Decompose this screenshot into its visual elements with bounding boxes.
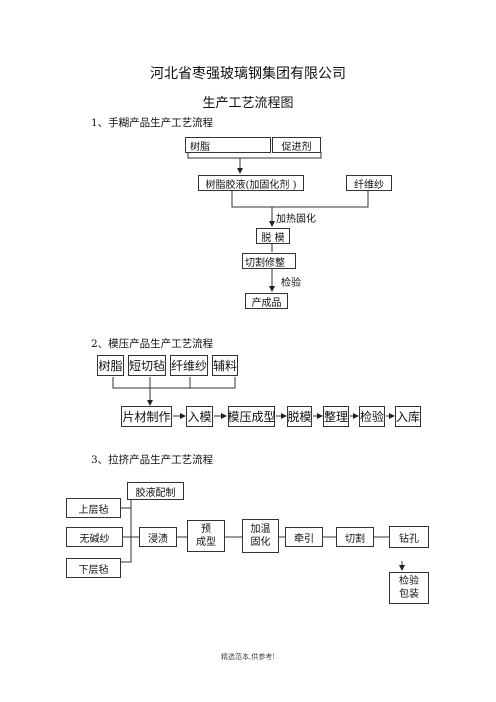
step-sheet-making: 片材制作 bbox=[121, 406, 172, 427]
step-demold: 脱模 bbox=[287, 406, 312, 427]
step-into-mold: 入模 bbox=[186, 406, 213, 427]
preform-box: 预 成型 bbox=[187, 520, 225, 552]
inspect-label: 检验 bbox=[281, 278, 301, 289]
step-finishing: 整理 bbox=[323, 406, 349, 427]
material-chopped-mat: 短切毡 bbox=[128, 355, 166, 376]
heat-cure-line1: 加温 bbox=[250, 524, 271, 535]
finished-product-box: 产成品 bbox=[245, 293, 288, 309]
section2-heading: 2、模压产品生产工艺流程 bbox=[91, 338, 214, 350]
company-name: 河北省枣强玻璃钢集团有限公司 bbox=[150, 66, 346, 82]
preform-line2: 成型 bbox=[196, 537, 216, 548]
section3-heading: 3、拉挤产品生产工艺流程 bbox=[91, 454, 214, 466]
material-auxiliary: 辅料 bbox=[212, 355, 238, 376]
heat-cure-line2: 固化 bbox=[250, 537, 271, 548]
resin-box: 树脂 bbox=[185, 137, 271, 153]
traction-box: 牵引 bbox=[285, 527, 323, 547]
drilling-box: 钻孔 bbox=[389, 526, 429, 548]
step-compression-molding: 模压成型 bbox=[228, 406, 276, 427]
cutting-box: 切割 bbox=[336, 527, 374, 547]
alkali-free-yarn-box: 无碱纱 bbox=[66, 527, 123, 547]
resin-glue-box: 树脂胶液(加固化剂 ) bbox=[198, 175, 304, 191]
impregnate-box: 浸渍 bbox=[139, 527, 177, 547]
material-fiber-yarn: 纤维纱 bbox=[170, 355, 208, 376]
glue-mix-box: 胶液配制 bbox=[127, 482, 184, 500]
material-resin: 树脂 bbox=[97, 355, 124, 376]
heat-cure-box: 加温 固化 bbox=[242, 519, 279, 553]
inspect-pack-line2: 包装 bbox=[399, 589, 419, 600]
page-title: 生产工艺流程图 bbox=[202, 96, 294, 111]
footer-note: 精选范本,供参考! bbox=[220, 653, 276, 661]
step-inspection: 检验 bbox=[359, 406, 385, 427]
demold-box: 脱 模 bbox=[256, 228, 290, 244]
preform-line1: 预 bbox=[201, 524, 211, 535]
heat-cure-label: 加热固化 bbox=[276, 214, 316, 225]
fiber-box: 纤维纱 bbox=[346, 175, 392, 191]
accelerator-box: 促进剂 bbox=[272, 137, 321, 153]
cut-trim-box: 切割修整 bbox=[242, 253, 296, 269]
upper-felt-box: 上层毡 bbox=[66, 498, 121, 518]
inspect-pack-box: 检验 包装 bbox=[389, 572, 429, 604]
step-warehousing: 入库 bbox=[395, 406, 421, 427]
lower-felt-box: 下层毡 bbox=[66, 558, 121, 578]
inspect-pack-line1: 检验 bbox=[399, 576, 419, 587]
section1-heading: 1、手糊产品生产工艺流程 bbox=[91, 117, 214, 129]
